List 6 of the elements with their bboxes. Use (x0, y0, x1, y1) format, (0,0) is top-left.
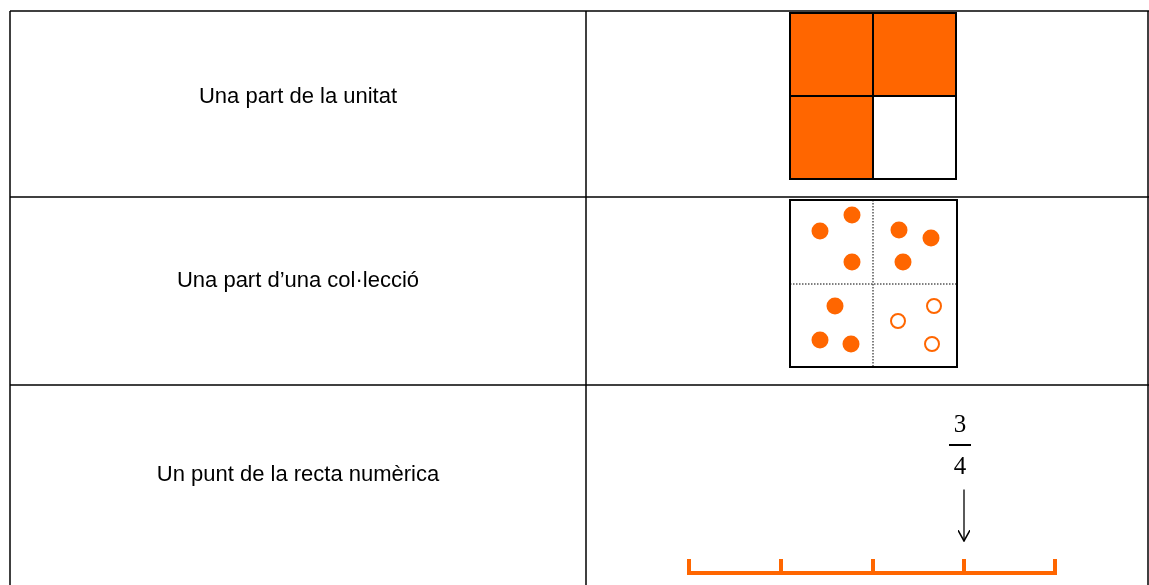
row-label: Una part d’una col·lecció (176, 267, 420, 293)
denominator: 4 (952, 451, 968, 480)
row-label: Un punt de la recta numèrica (156, 461, 440, 487)
arrow (957, 488, 971, 542)
numerator: 3 (952, 410, 968, 438)
row-label: Una part de la unitat (198, 83, 398, 109)
